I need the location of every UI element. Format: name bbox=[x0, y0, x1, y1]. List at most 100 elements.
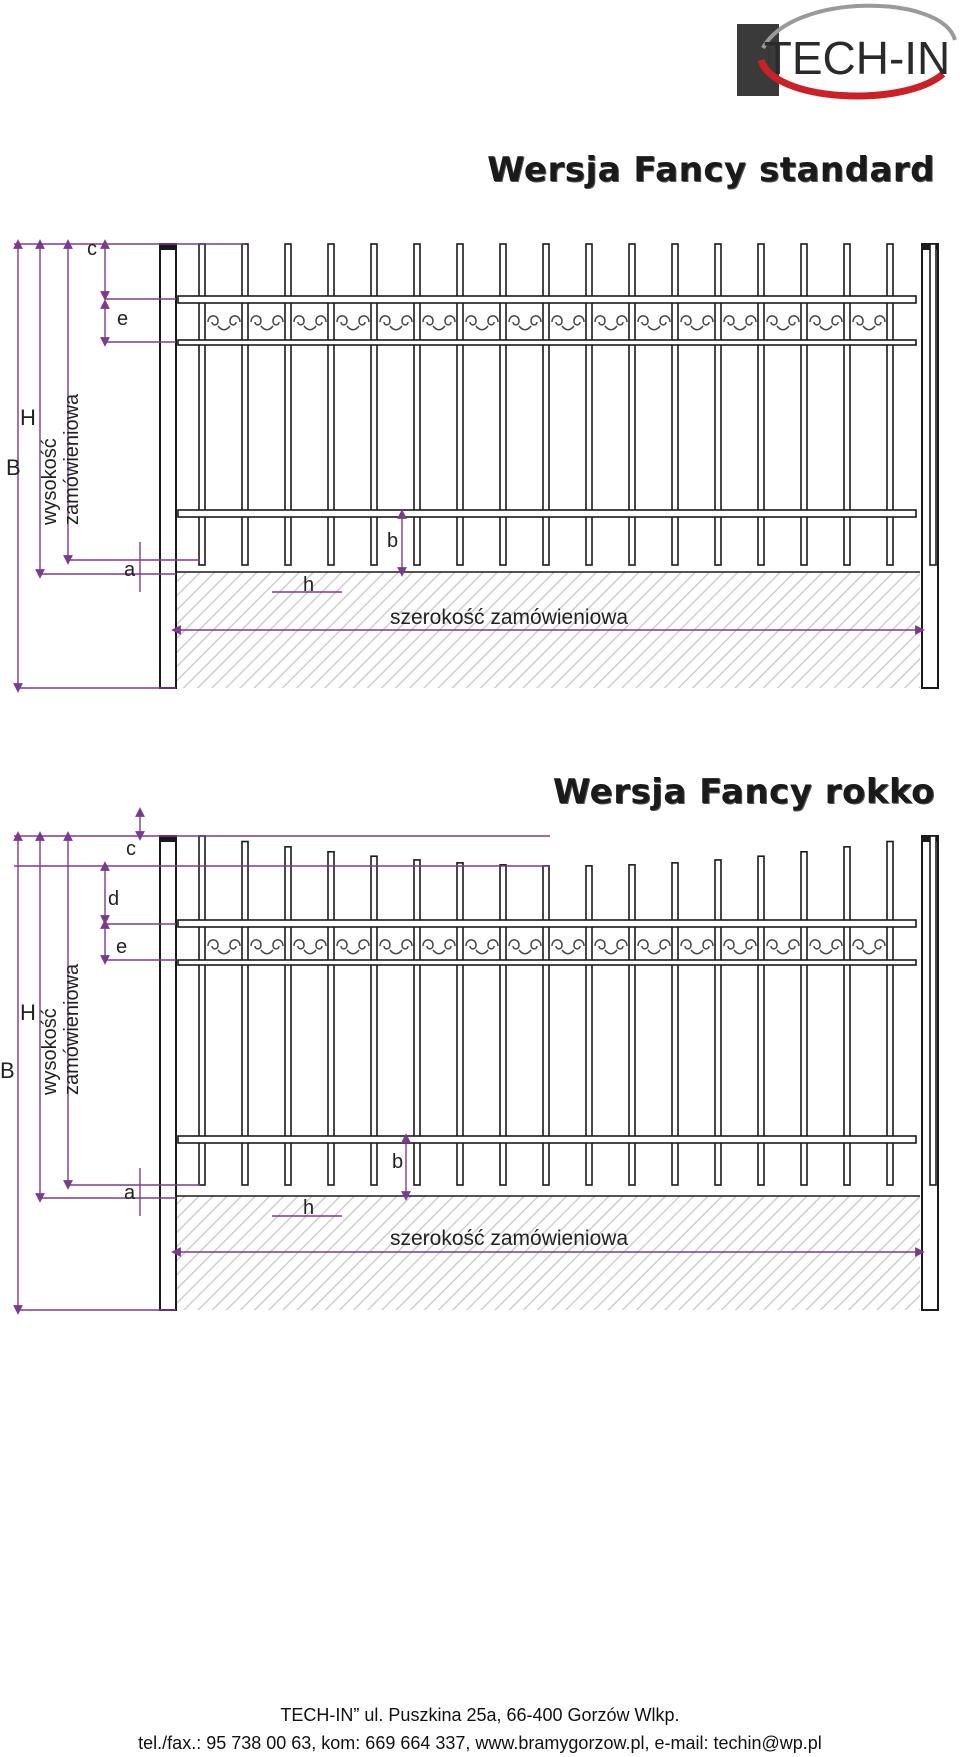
picket bbox=[284, 243, 292, 566]
label-order-height-line1: wysokość bbox=[39, 1008, 61, 1096]
scroll-ornament bbox=[766, 939, 800, 955]
label-order-height-line2: zamówieniowa bbox=[61, 963, 83, 1095]
dimension-labels: B H wysokość zamówieniowa c d e b a h sz… bbox=[0, 838, 628, 1250]
fence-diagram-standard: B H wysokość zamówieniowa c e b a h szer… bbox=[6, 238, 939, 693]
scroll-ornament bbox=[852, 939, 886, 955]
scroll-ornament bbox=[465, 939, 499, 955]
scroll-ornament bbox=[207, 939, 241, 955]
label-e: e bbox=[117, 308, 128, 330]
footer-contact: tel./fax.: 95 738 00 63, kom: 669 664 33… bbox=[138, 1733, 822, 1753]
post-left-cap bbox=[160, 836, 176, 842]
label-d: d bbox=[108, 888, 119, 910]
picket bbox=[886, 243, 894, 566]
section-title-standard: Wersja Fancy standard bbox=[487, 150, 935, 190]
scroll-ornament bbox=[465, 315, 499, 331]
picket bbox=[413, 859, 421, 1186]
label-a: a bbox=[124, 1182, 136, 1204]
label-c: c bbox=[87, 238, 97, 260]
label-h-spacing: h bbox=[303, 1197, 314, 1219]
scroll-ornament bbox=[680, 315, 714, 331]
label-b: b bbox=[392, 1151, 403, 1173]
picket bbox=[929, 243, 937, 566]
scroll-ornament bbox=[508, 315, 542, 331]
picket bbox=[714, 859, 722, 1186]
picket bbox=[284, 846, 292, 1186]
logo-grey-swoosh bbox=[761, 3, 957, 49]
logo-red-swoosh bbox=[757, 58, 946, 100]
scroll-ornament bbox=[723, 315, 757, 331]
picket bbox=[542, 243, 550, 566]
label-e: e bbox=[116, 936, 127, 958]
picket bbox=[929, 835, 937, 1186]
scroll-ornament bbox=[207, 315, 241, 331]
picket bbox=[241, 840, 249, 1186]
ground-area bbox=[176, 1196, 920, 1310]
scroll-ornament bbox=[336, 939, 370, 955]
section-title-rokko: Wersja Fancy rokko bbox=[552, 772, 935, 812]
label-b-total-height: B bbox=[0, 1058, 15, 1083]
footer-address: TECH-IN” ul. Puszkina 25a, 66-400 Gorzów… bbox=[280, 1705, 680, 1725]
bottom-rail bbox=[177, 1135, 917, 1144]
post-left bbox=[159, 835, 177, 1311]
picket bbox=[671, 243, 679, 566]
scroll-ornament bbox=[508, 939, 542, 955]
picket bbox=[456, 243, 464, 566]
picket bbox=[800, 243, 808, 566]
picket bbox=[370, 855, 378, 1186]
dimension-lines bbox=[13, 807, 925, 1315]
picket bbox=[843, 846, 851, 1186]
scroll-ornament bbox=[809, 939, 843, 955]
picket bbox=[800, 850, 808, 1186]
fence-ornaments bbox=[207, 315, 886, 331]
label-h-height: H bbox=[20, 405, 36, 430]
scroll-ornament bbox=[551, 315, 585, 331]
label-order-width: szerokość zamówieniowa bbox=[390, 1227, 628, 1250]
scroll-ornament bbox=[293, 939, 327, 955]
label-order-height-line2: zamówieniowa bbox=[61, 393, 83, 525]
picket bbox=[714, 243, 722, 566]
picket bbox=[757, 855, 765, 1186]
dimension-labels: B H wysokość zamówieniowa c e b a h szer… bbox=[6, 238, 628, 629]
scroll-ornament bbox=[551, 939, 585, 955]
label-h-spacing: h bbox=[303, 574, 314, 596]
label-h-height: H bbox=[20, 1000, 36, 1025]
middle-rail bbox=[177, 339, 917, 346]
picket bbox=[671, 862, 679, 1186]
scroll-ornament bbox=[422, 939, 456, 955]
label-order-height-line1: wysokość bbox=[39, 438, 61, 526]
picket bbox=[628, 864, 636, 1186]
picket bbox=[499, 864, 507, 1186]
scroll-ornament bbox=[250, 315, 284, 331]
label-a: a bbox=[124, 559, 136, 581]
scroll-ornament bbox=[250, 939, 284, 955]
bottom-rail bbox=[177, 509, 917, 518]
scroll-ornament bbox=[293, 315, 327, 331]
footer: TECH-IN” ul. Puszkina 25a, 66-400 Gorzów… bbox=[0, 1701, 960, 1757]
post-left bbox=[159, 243, 177, 689]
scroll-ornament bbox=[594, 315, 628, 331]
label-b-total-height: B bbox=[6, 455, 21, 480]
scroll-ornament bbox=[680, 939, 714, 955]
dimension-lines bbox=[13, 239, 925, 693]
label-c: c bbox=[126, 838, 136, 860]
scroll-ornament bbox=[809, 315, 843, 331]
picket bbox=[843, 243, 851, 566]
picket bbox=[456, 862, 464, 1186]
post-left-cap bbox=[160, 244, 176, 250]
fence-diagram-rokko: B H wysokość zamówieniowa c d e b a h sz… bbox=[0, 807, 939, 1315]
picket bbox=[886, 840, 894, 1186]
scroll-ornament bbox=[336, 315, 370, 331]
picket bbox=[585, 243, 593, 566]
picket bbox=[628, 243, 636, 566]
top-rail bbox=[177, 295, 917, 304]
label-order-width: szerokość zamówieniowa bbox=[390, 606, 628, 629]
picket bbox=[198, 835, 206, 1186]
top-rail bbox=[177, 919, 917, 928]
scroll-ornament bbox=[379, 315, 413, 331]
picket bbox=[585, 865, 593, 1186]
scroll-ornament bbox=[637, 939, 671, 955]
scroll-ornament bbox=[766, 315, 800, 331]
fence-structure bbox=[159, 835, 939, 1311]
label-b: b bbox=[387, 530, 398, 552]
picket bbox=[327, 850, 335, 1186]
